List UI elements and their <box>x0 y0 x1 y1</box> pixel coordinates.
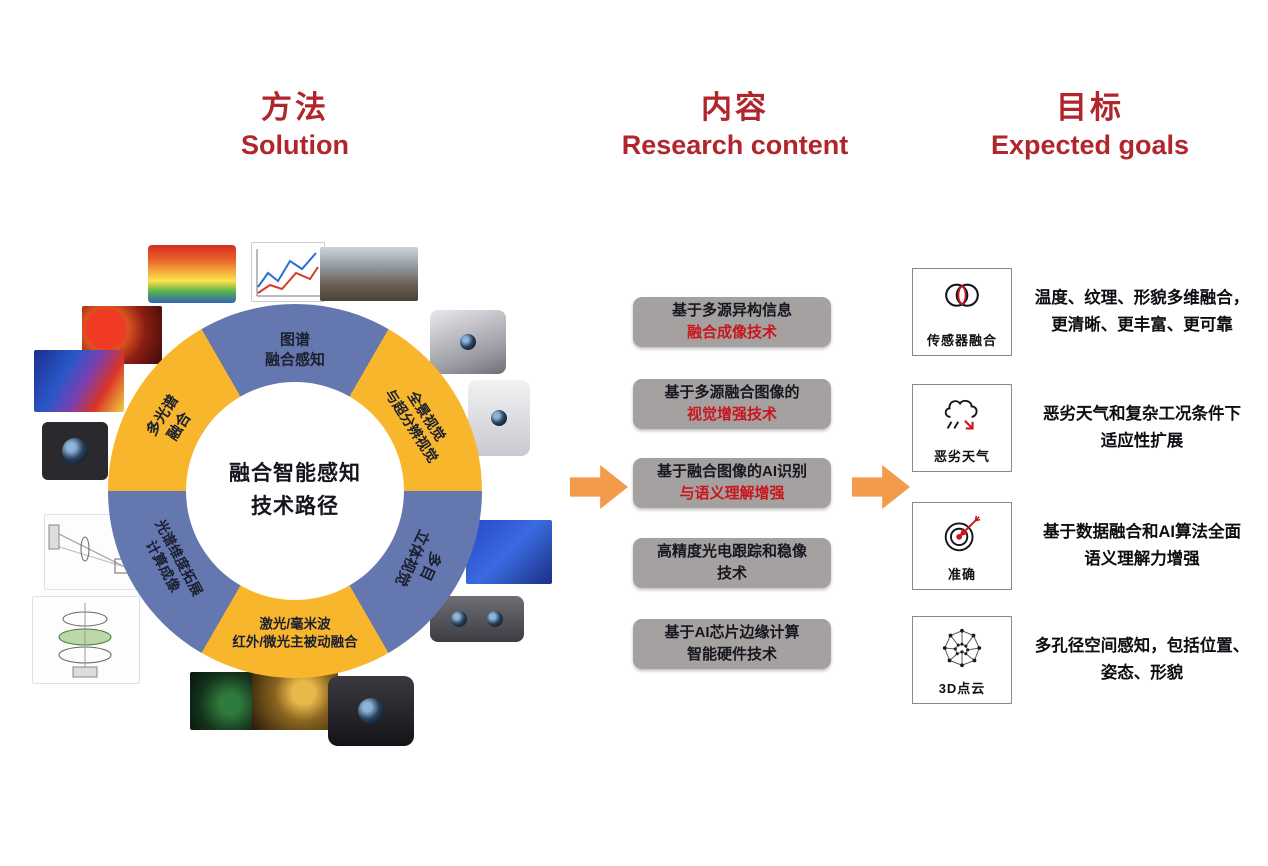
thumb-thermal-cube-image <box>148 245 236 303</box>
research-box-line2: 智能硬件技术 <box>686 646 777 663</box>
point-cloud-icon <box>942 628 982 668</box>
segment-label-laser-fusion: 激光/毫米波 红外/微光主被动融合 <box>232 616 358 649</box>
ring-hole <box>186 382 404 600</box>
venn-fusion-icon <box>945 283 979 307</box>
goal-desc-point-cloud: 多孔径空间感知，包括位置、 姿态、形貌 <box>1034 636 1250 682</box>
ring-center-title: 融合智能感知 技术路径 <box>229 462 361 518</box>
goal-label: 3D点云 <box>938 681 986 696</box>
content-header: 内容 Research content <box>595 82 875 161</box>
chart-curves <box>256 249 320 297</box>
thumb-ptz-camera-image <box>468 380 530 456</box>
thumb-depth-blocks-image <box>466 520 552 584</box>
research-box-line1: 基于多源融合图像的 <box>664 384 800 402</box>
content-header-zh: 内容 <box>701 90 769 125</box>
segment-label-map-fusion: 图谱 融合感知 <box>264 331 326 369</box>
goal-label: 恶劣天气 <box>933 449 990 464</box>
research-box-ai-recognition: 基于融合图像的AI识别 与语义理解增强 <box>633 458 831 508</box>
lens-icon <box>460 334 476 350</box>
research-box-line2: 视觉增强技术 <box>686 406 777 423</box>
goal-label: 准确 <box>947 567 976 582</box>
goal-desc-accuracy: 基于数据融合和AI算法全面 语义理解力增强 <box>1043 522 1241 568</box>
goals-header-zh: 目标 <box>1056 90 1124 125</box>
research-box-line1: 高精度光电跟踪和稳像 <box>656 543 807 561</box>
goals-header: 目标 Expected goals <box>945 82 1235 161</box>
research-box-line2: 与语义理解增强 <box>679 485 785 502</box>
research-box-fusion-imaging: 基于多源异构信息 融合成像技术 <box>633 297 831 347</box>
target-accuracy-icon <box>944 515 981 552</box>
thumb-gimbal-camera-image <box>328 676 414 746</box>
solution-header-en: Solution <box>241 130 349 160</box>
goal-card-accuracy: 准确 <box>912 502 1012 590</box>
lens-icon <box>450 611 467 627</box>
lens-icon <box>491 410 507 426</box>
flow-arrow-solution-to-content <box>570 465 628 509</box>
research-box-line1: 基于AI芯片边缘计算 <box>664 624 800 642</box>
goal-desc-sensor-fusion: 温度、纹理、形貌多维融合， 更清晰、更丰富、更可靠 <box>1034 288 1250 334</box>
solution-header-zh: 方法 <box>261 90 329 125</box>
goal-label: 传感器融合 <box>926 333 997 348</box>
goals-header-en: Expected goals <box>990 130 1190 160</box>
goal-desc-bad-weather: 恶劣天气和复杂工况条件下 适应性扩展 <box>1043 404 1241 450</box>
goal-card-sensor-fusion: 传感器融合 <box>912 268 1012 356</box>
thumb-industrial-pipeline-image <box>320 247 418 301</box>
thumb-infrared-scene-image <box>252 668 338 730</box>
bad-weather-icon <box>944 399 978 430</box>
thumb-thermal-scene-image <box>34 350 124 412</box>
thumb-stereo-camera-image <box>430 596 524 642</box>
lens-icon <box>62 438 88 464</box>
thumb-camera-lens-image <box>42 422 108 480</box>
research-box-tracking-stabilization: 高精度光电跟踪和稳像 技术 <box>633 538 831 588</box>
research-box-line2: 融合成像技术 <box>686 324 777 341</box>
technology-ring: 融合智能感知 技术路径 图谱 融合感知 全景视觉 与超分辨视觉 多目 立体视觉 … <box>108 304 482 678</box>
research-box-edge-computing: 基于AI芯片边缘计算 智能硬件技术 <box>633 619 831 669</box>
thumb-spectrometer-diagram <box>32 596 140 684</box>
flow-arrow-content-to-goals <box>852 465 910 509</box>
research-box-vision-enhancement: 基于多源融合图像的 视觉增强技术 <box>633 379 831 429</box>
research-box-line1: 基于多源异构信息 <box>671 302 792 320</box>
lens-icon <box>487 611 504 627</box>
spectrometer-sketch <box>58 603 112 678</box>
thumb-spectral-chart-image <box>251 242 325 302</box>
research-box-line2: 技术 <box>716 565 747 582</box>
lens-icon <box>358 698 384 724</box>
solution-header: 方法 Solution <box>175 82 415 161</box>
content-header-en: Research content <box>621 130 849 160</box>
research-box-line1: 基于融合图像的AI识别 <box>656 463 807 481</box>
thumb-panoramic-camera-image <box>430 310 506 374</box>
goal-card-bad-weather: 恶劣天气 <box>912 384 1012 472</box>
goal-card-point-cloud: 3D点云 <box>912 616 1012 704</box>
